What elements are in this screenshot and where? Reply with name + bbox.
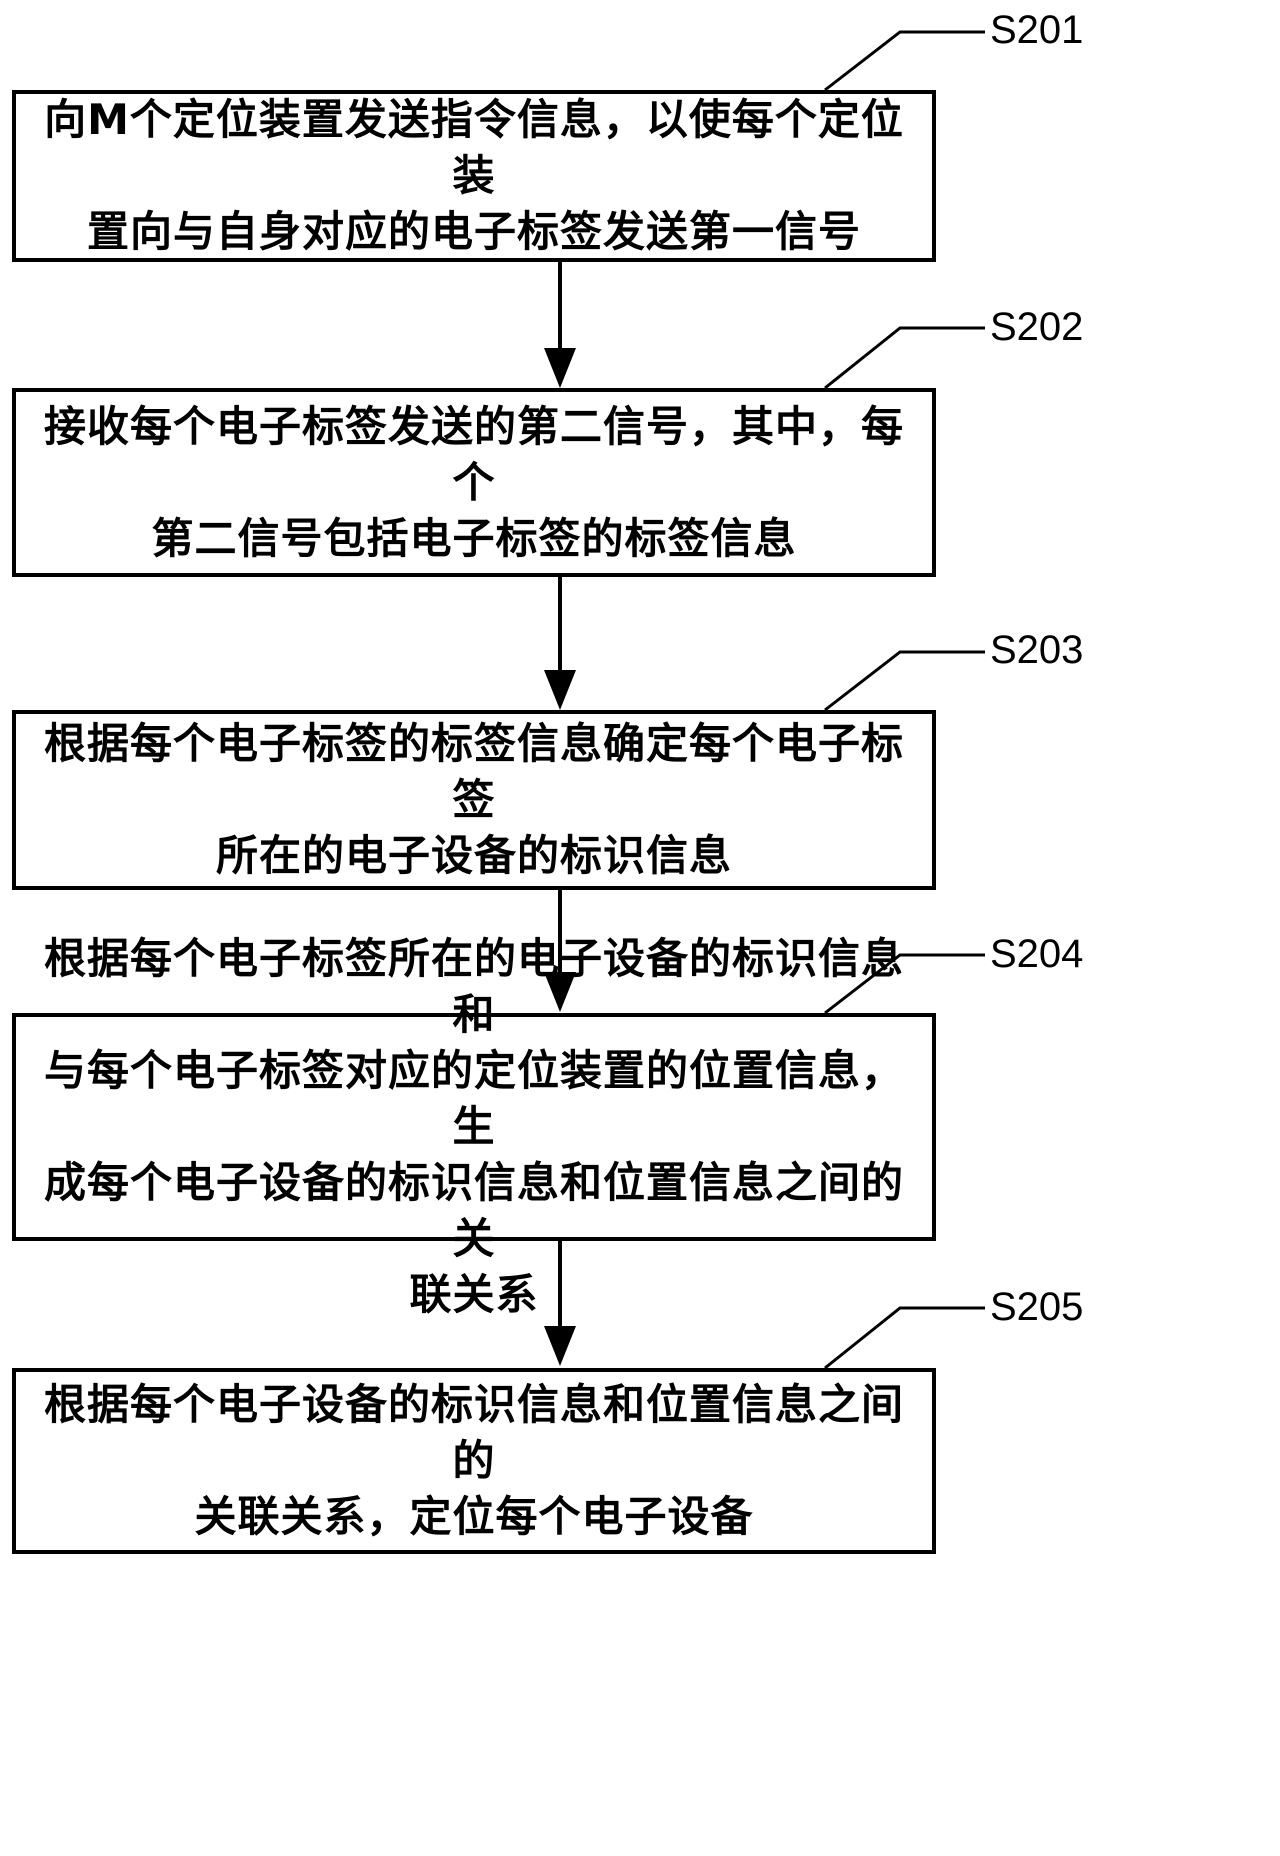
step-box-s203: 根据每个电子标签的标签信息确定每个电子标签 所在的电子设备的标识信息 — [12, 710, 936, 890]
step-box-s201: 向M个定位装置发送指令信息，以使每个定位装 置向与自身对应的电子标签发送第一信号 — [12, 90, 936, 262]
step-text-s204: 根据每个电子标签所在的电子设备的标识信息和 与每个电子标签对应的定位装置的位置信… — [43, 934, 904, 1319]
step-label-s204: S204 — [990, 932, 1084, 976]
step-label-s202: S202 — [990, 305, 1084, 349]
step-text-s203: 根据每个电子标签的标签信息确定每个电子标签 所在的电子设备的标识信息 — [43, 719, 904, 880]
step-label-s201: S201 — [990, 8, 1084, 52]
arrow-s203-s204 — [544, 890, 576, 1012]
arrow-s202-s203 — [544, 577, 576, 710]
arrow-s201-s202 — [544, 262, 576, 388]
step-box-s204: 根据每个电子标签所在的电子设备的标识信息和 与每个电子标签对应的定位装置的位置信… — [12, 934, 936, 1319]
leader-line-s204 — [824, 953, 985, 1015]
step-text-s202: 接收每个电子标签发送的第二信号，其中，每个 第二信号包括电子标签的标签信息 — [43, 401, 904, 563]
step-label-s203: S203 — [990, 628, 1084, 672]
leader-line-s205 — [824, 1306, 985, 1370]
leader-line-s202 — [824, 326, 985, 390]
step-box-s202: 接收每个电子标签发送的第二信号，其中，每个 第二信号包括电子标签的标签信息 — [12, 388, 936, 577]
leader-line-s201 — [824, 30, 985, 92]
step-text-s205: 根据每个电子设备的标识信息和位置信息之间的 关联关系，定位每个电子设备 — [43, 1380, 904, 1541]
step-text-s201: 向M个定位装置发送指令信息，以使每个定位装 置向与自身对应的电子标签发送第一信号 — [44, 95, 904, 256]
step-label-s205: S205 — [990, 1285, 1084, 1329]
arrow-s204-s205 — [544, 1241, 576, 1366]
leader-line-s203 — [824, 650, 985, 712]
step-box-s205: 根据每个电子设备的标识信息和位置信息之间的 关联关系，定位每个电子设备 — [12, 1368, 936, 1554]
